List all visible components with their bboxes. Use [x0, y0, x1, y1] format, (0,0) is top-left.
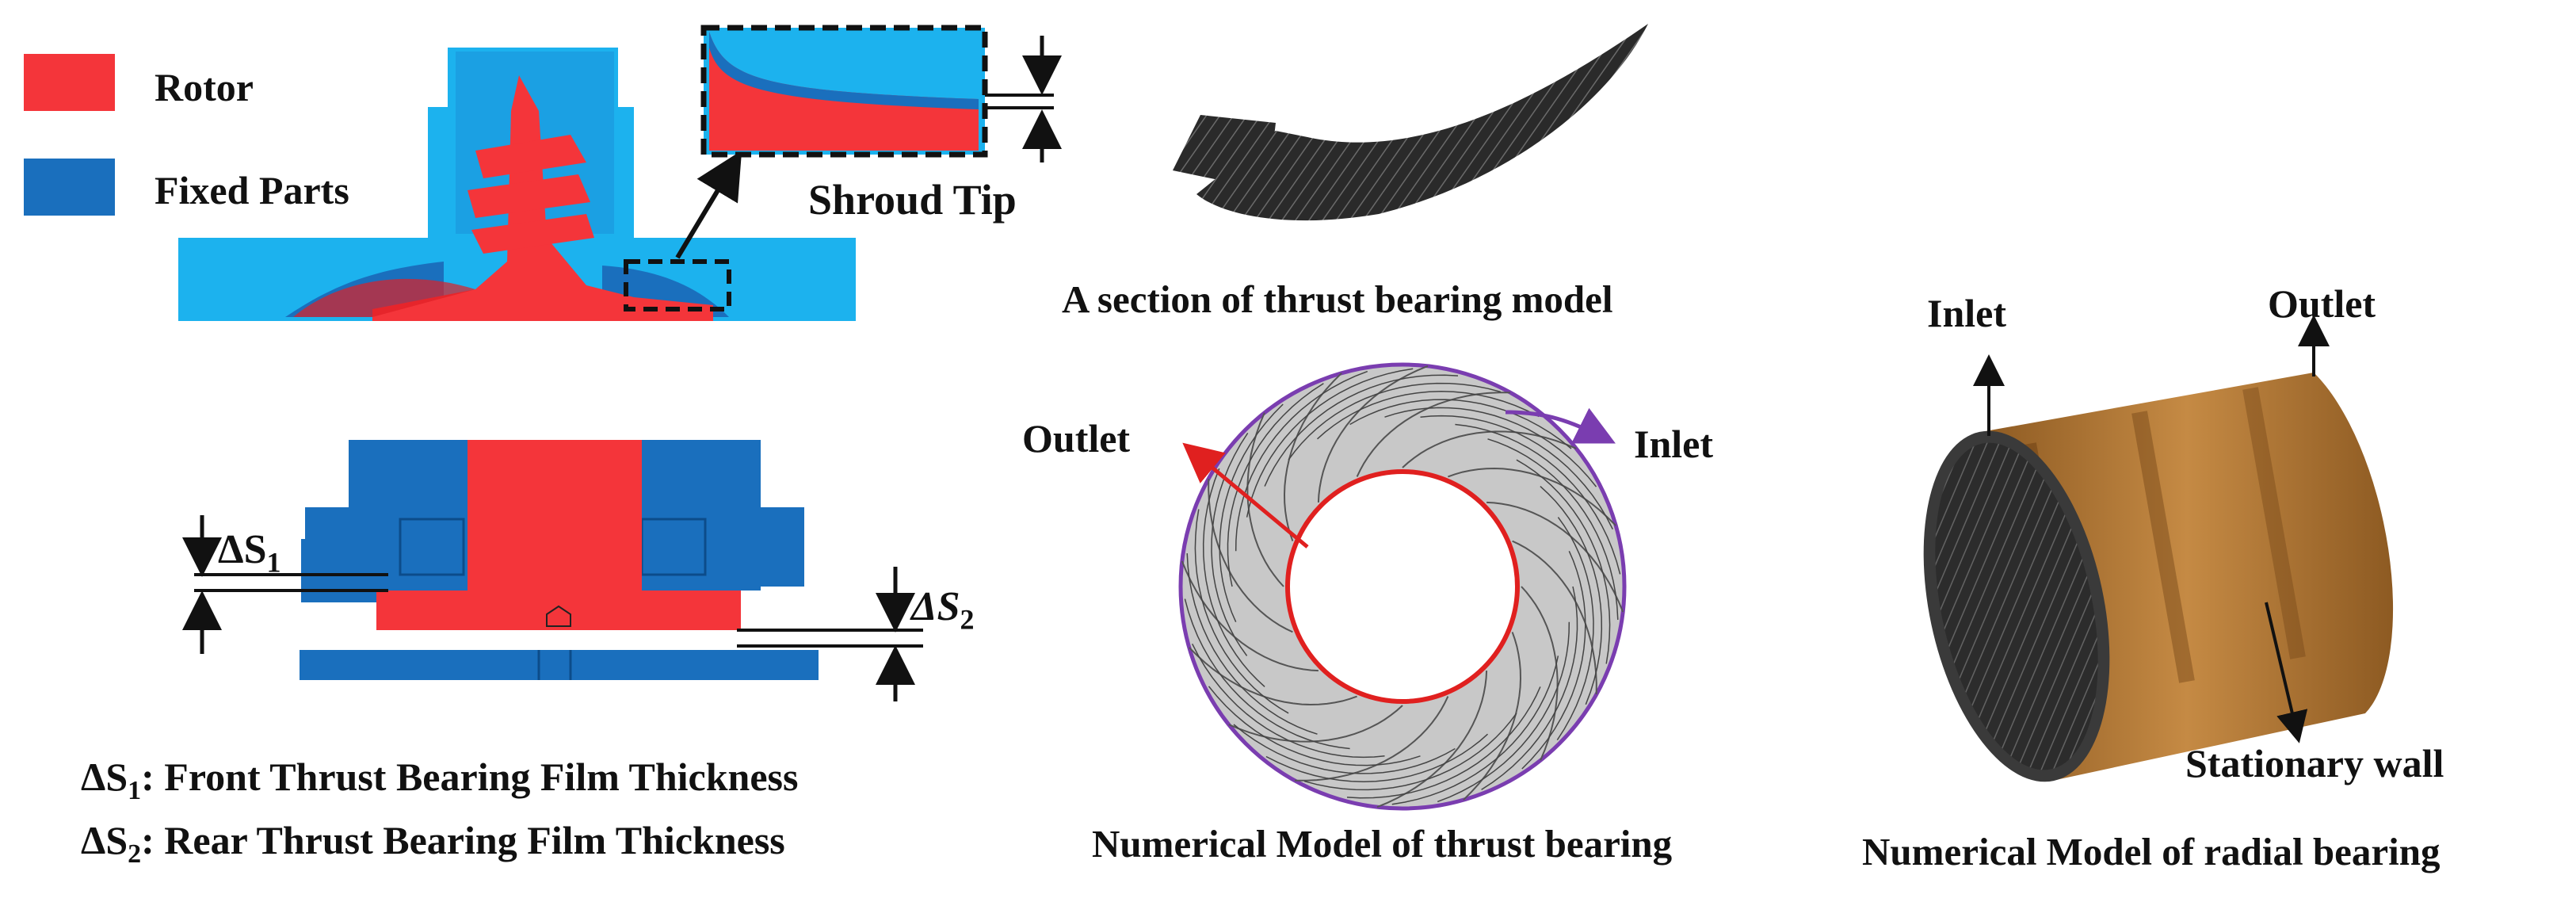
groove-line	[1246, 368, 1414, 518]
groove-line	[1288, 382, 1501, 461]
groove-line	[1384, 407, 1597, 487]
groove-line	[1556, 517, 1594, 741]
groove-line	[1235, 370, 1368, 552]
radial-bearing-model	[1923, 315, 2394, 782]
ds1-symbol: ΔS	[218, 527, 267, 572]
ds2-subscript: 2	[960, 603, 975, 636]
groove-line	[1521, 551, 1586, 770]
groove-line	[1487, 438, 1619, 620]
groove-line	[1481, 586, 1578, 790]
groove-line	[1202, 468, 1265, 687]
groove-line	[1189, 647, 1357, 706]
groove-line	[1265, 733, 1488, 782]
groove-line	[1437, 621, 1570, 803]
stationary-wall-label: Stationary wall	[2185, 741, 2444, 785]
groove-line	[1181, 560, 1319, 672]
groove-line	[1521, 586, 1559, 761]
radial-model-caption: Numerical Model of radial bearing	[1862, 830, 2441, 873]
ds1-label: ΔS1	[218, 527, 281, 579]
thrust-bearing-model	[1178, 362, 1627, 811]
groove-line	[1304, 713, 1517, 791]
thrust-inlet-label: Inlet	[1634, 422, 1713, 466]
def1-text: : Front Thrust Bearing Film Thickness	[141, 755, 799, 799]
radial-inlet-label: Inlet	[1927, 291, 2006, 335]
groove-line	[1194, 509, 1289, 714]
groove-line	[1346, 686, 1541, 799]
groove-line	[1420, 415, 1613, 530]
assembly-drawing	[178, 25, 1062, 321]
groove-line	[1246, 412, 1284, 587]
def1-subscript: 1	[128, 776, 142, 805]
def1-symbol: ΔS	[81, 755, 128, 799]
ds1-subscript: 1	[266, 546, 281, 579]
groove-line	[1448, 467, 1616, 526]
def2-subscript: 2	[128, 839, 142, 869]
groove-line	[1184, 598, 1350, 750]
groove-line	[1233, 724, 1456, 774]
groove-line	[1486, 501, 1624, 613]
groove-line	[1349, 399, 1572, 449]
thrust-outlet-label: Outlet	[1022, 416, 1131, 461]
groove-line	[1512, 540, 1597, 695]
groove-line	[1186, 553, 1318, 735]
radial-outlet-label: Outlet	[2268, 281, 2376, 326]
groove-line	[1264, 374, 1459, 487]
groove-line	[1317, 365, 1429, 503]
thrust-section-model	[1173, 24, 1648, 221]
groove-line	[1376, 671, 1488, 808]
legend-rotor-swatch	[24, 54, 115, 111]
def2-symbol: ΔS	[81, 818, 128, 862]
bearing-section-drawing	[182, 440, 923, 701]
groove-line	[1516, 459, 1611, 664]
ds2-symbol: ΔS	[911, 584, 960, 629]
groove-line	[1227, 383, 1324, 587]
groove-line	[1192, 643, 1385, 759]
legend-rotor-label: Rotor	[155, 65, 254, 109]
groove-line	[1317, 391, 1540, 440]
groove-line	[1391, 655, 1559, 805]
groove-line	[1455, 423, 1621, 575]
groove-line	[1208, 686, 1421, 766]
ds1-definition: ΔS1: Front Thrust Bearing Film Thickness	[81, 757, 798, 805]
legend-fixed-label: Fixed Parts	[155, 168, 349, 212]
def2-text: : Rear Thrust Bearing Film Thickness	[141, 818, 785, 862]
thrust-model-caption: Numerical Model of thrust bearing	[1092, 822, 1673, 866]
thrust-section-caption: A section of thrust bearing model	[1062, 277, 1613, 321]
ds2-label: ΔS2	[911, 584, 975, 636]
ds2-definition: ΔS2: Rear Thrust Bearing Film Thickness	[81, 820, 785, 868]
groove-line	[1219, 403, 1284, 622]
groove-line	[1208, 478, 1293, 633]
shroud-tip-label: Shroud Tip	[808, 176, 1017, 224]
legend-fixed-swatch	[24, 159, 115, 216]
groove-line	[1211, 432, 1249, 656]
groove-line	[1540, 486, 1603, 705]
